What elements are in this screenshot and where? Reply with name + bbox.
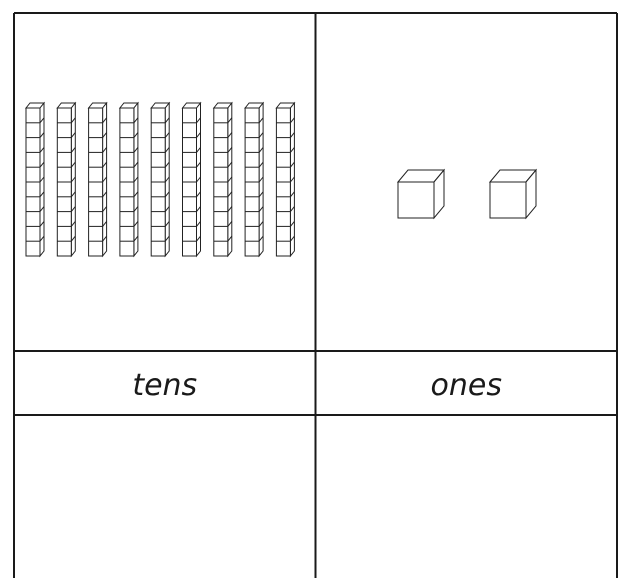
- ones-blocks-cell: [398, 170, 536, 218]
- ones-answer-cell[interactable]: [317, 416, 617, 578]
- unit-cube-front: [490, 182, 526, 218]
- ten-rod: [151, 103, 169, 256]
- ten-rod: [57, 103, 75, 256]
- ten-rod: [26, 103, 44, 256]
- unit-cube: [398, 170, 444, 218]
- tens-blocks-cell: [26, 103, 294, 256]
- ten-rod: [183, 103, 201, 256]
- ten-rod: [214, 103, 232, 256]
- unit-cube-front: [398, 182, 434, 218]
- unit-cube: [490, 170, 536, 218]
- tens-label: tens: [132, 368, 197, 403]
- ten-rod: [276, 103, 294, 256]
- ten-rod: [89, 103, 107, 256]
- ones-label: ones: [431, 368, 502, 403]
- ten-rod: [245, 103, 263, 256]
- tens-answer-cell[interactable]: [15, 416, 315, 578]
- ten-rod: [120, 103, 138, 256]
